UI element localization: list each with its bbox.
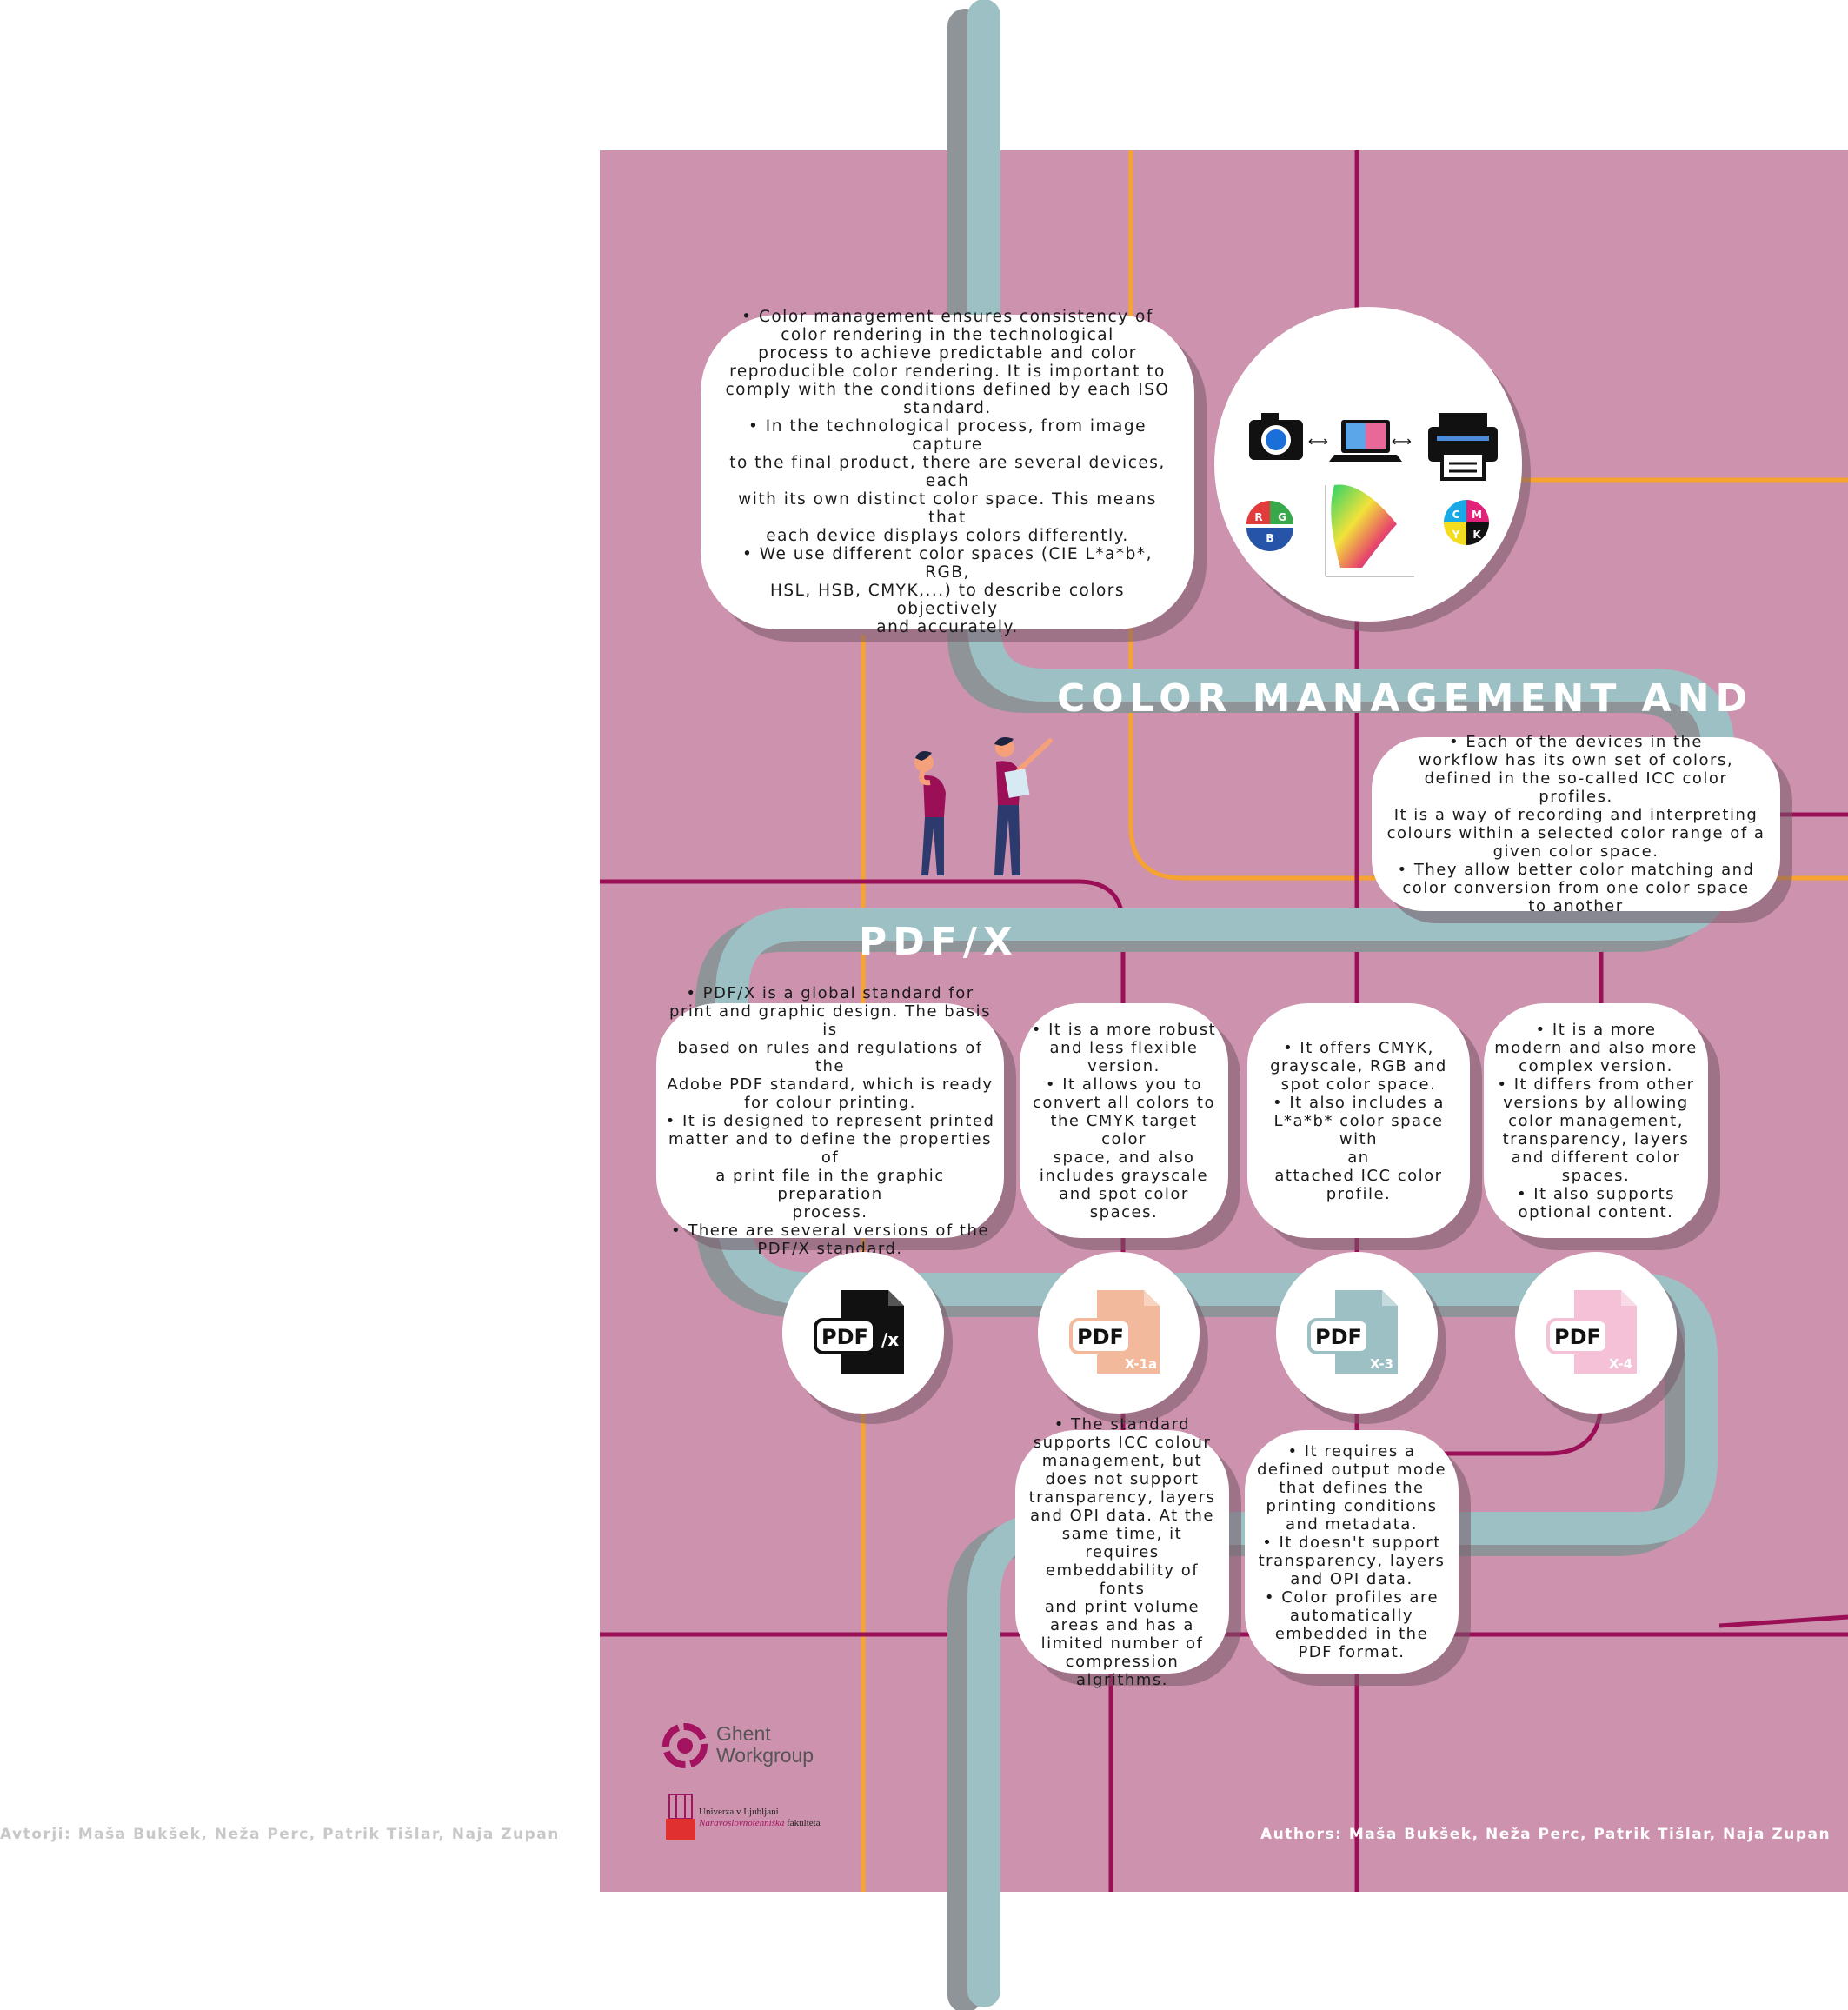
authors-english: Authors: Maša Bukšek, Neža Perc, Patrik … xyxy=(1260,1826,1831,1843)
pdfx-title: PDF/X xyxy=(859,920,1019,964)
cmyk-y: Y xyxy=(1452,529,1460,541)
pdfx3-bottom-text: • It requires a defined output mode that… xyxy=(1256,1442,1447,1661)
arrow-left-right-icon: ⟷ xyxy=(1308,433,1328,449)
pdfx-intro-bubble: • PDF/X is a global standard for print a… xyxy=(656,984,1004,1258)
laptop-icon xyxy=(1329,420,1402,462)
pdfx1a-top-text: • It is a more robust and less flexible … xyxy=(1031,1020,1217,1221)
pointing-person xyxy=(994,737,1053,875)
pdfx4-top-bubble: • It is a more modern and also more comp… xyxy=(1484,1003,1708,1238)
pdfx3-icon-circle: PDF X-3 xyxy=(1276,1252,1438,1414)
ghent-workgroup-logo: Ghent Workgroup xyxy=(662,1723,854,1768)
pdfx3-file-icon: PDF X-3 xyxy=(1307,1290,1398,1374)
pdfx-intro-text: • PDF/X is a global standard for print a… xyxy=(665,983,995,1258)
pdfx3-top-text: • It offers CMYK, grayscale, RGB and spo… xyxy=(1270,1038,1447,1203)
university-logo: Univerza v Ljubljani Naravoslovnotehnišk… xyxy=(666,1789,840,1841)
cmyk-k: K xyxy=(1472,529,1481,541)
cmyk-m: M xyxy=(1472,509,1482,521)
pdfx1a-label: PDF xyxy=(1077,1325,1124,1349)
icc-profiles-text: • Each of the devices in the workflow ha… xyxy=(1386,733,1765,915)
thinking-person xyxy=(914,751,946,875)
pdfx1a-file-icon: PDF X-1a xyxy=(1069,1290,1160,1374)
pdfx-icon-circle: PDF /x xyxy=(782,1252,944,1414)
ghent-logo-line2: Workgroup xyxy=(716,1744,814,1767)
rgb-b: B xyxy=(1266,532,1273,544)
pdfx-label: PDF xyxy=(821,1325,868,1349)
devices-illustration: ⟷ ⟷ R G B xyxy=(1246,413,1498,577)
pdfx3-label: PDF xyxy=(1315,1325,1362,1349)
pdfx1a-bottom-bubble: • The standard supports ICC colour manag… xyxy=(1015,1415,1229,1689)
cmyk-wheel-icon: C M Y K xyxy=(1444,500,1489,545)
pdfx4-icon-circle: PDF X-4 xyxy=(1515,1252,1677,1414)
pdfx1a-top-bubble: • It is a more robust and less flexible … xyxy=(1020,1003,1228,1238)
pdfx4-top-text: • It is a more modern and also more comp… xyxy=(1494,1020,1698,1221)
camera-icon xyxy=(1249,413,1303,460)
pdfx3-top-bubble: • It offers CMYK, grayscale, RGB and spo… xyxy=(1247,1003,1470,1238)
printer-icon xyxy=(1428,413,1498,481)
university-logo-line3: fakulteta xyxy=(787,1818,821,1828)
university-logo-line1: Univerza v Ljubljani xyxy=(699,1807,779,1817)
authors-slovene: Avtorji: Maša Bukšek, Neža Perc, Patrik … xyxy=(0,1826,560,1843)
pdfx4-label: PDF xyxy=(1554,1325,1601,1349)
rgb-r: R xyxy=(1254,511,1262,523)
chromaticity-diagram-icon xyxy=(1325,484,1414,577)
cmyk-c: C xyxy=(1452,509,1460,521)
icc-profiles-bubble: • Each of the devices in the workflow ha… xyxy=(1372,733,1780,915)
pdfx4-suffix: X-4 xyxy=(1609,1356,1632,1372)
people-illustration xyxy=(914,737,1053,875)
university-crest-icon xyxy=(666,1794,695,1840)
arrow-left-right-icon-2: ⟷ xyxy=(1392,433,1412,449)
ghent-logo-mark-icon xyxy=(662,1723,708,1768)
color-management-intro-bubble: • Color management ensures consistency o… xyxy=(701,308,1194,636)
pdfx3-suffix: X-3 xyxy=(1370,1356,1393,1372)
pdfx1a-bottom-text: • The standard supports ICC colour manag… xyxy=(1028,1414,1216,1689)
pdfx1a-icon-circle: PDF X-1a xyxy=(1038,1252,1200,1414)
pdfx3-bottom-bubble: • It requires a defined output mode that… xyxy=(1245,1430,1459,1674)
pdfx4-file-icon: PDF X-4 xyxy=(1546,1290,1637,1374)
pdfx-file-icon: PDF /x xyxy=(814,1290,904,1374)
pdfx-suffix: /x xyxy=(881,1329,899,1350)
color-management-title: COLOR MANAGEMENT AND xyxy=(1057,676,1754,721)
rgb-wheel-icon: R G B xyxy=(1246,501,1293,551)
pdfx1a-suffix: X-1a xyxy=(1125,1356,1157,1372)
color-management-intro-text: • Color management ensures consistency o… xyxy=(725,308,1170,636)
university-logo-line2: Naravoslovnotehniška xyxy=(699,1818,785,1828)
rgb-g: G xyxy=(1278,511,1286,523)
devices-circle: ⟷ ⟷ R G B xyxy=(1214,307,1522,622)
ghent-logo-line1: Ghent xyxy=(716,1722,771,1745)
